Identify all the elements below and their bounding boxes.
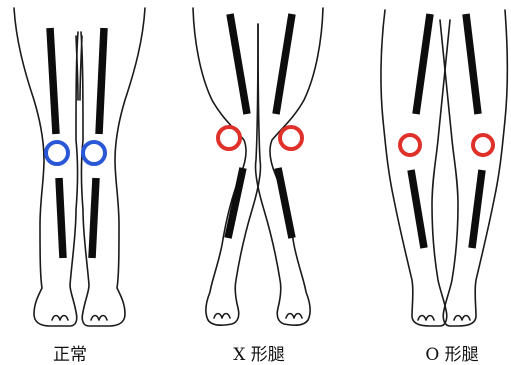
right-femur [99,28,104,134]
left-knee-joint [46,142,68,164]
right-tibia [472,170,482,248]
right-foot-toes [286,314,302,319]
left-leg-outline [193,8,261,325]
left-femur [416,14,430,114]
left-tibia [411,170,424,248]
left-leg-outline [14,8,78,326]
left-tibia [59,178,63,258]
panel-o-legs [381,10,507,326]
right-femur [276,14,292,114]
left-femur [230,14,247,114]
left-femur [50,28,56,134]
caption-x-legs: X 形腿 [233,340,285,365]
left-leg-outline [381,10,450,326]
left-foot-toes [418,316,434,321]
left-foot-toes [52,316,68,321]
left-knee-joint [218,127,240,149]
panel-normal [14,8,145,326]
right-leg-outline [81,8,145,326]
right-knee-joint [83,142,105,164]
panel-x-legs [193,8,323,325]
left-knee-joint [400,135,420,155]
right-foot-toes [91,316,107,321]
right-foot-toes [454,316,470,321]
right-tibia [92,178,96,258]
caption-o-legs: O 形腿 [425,340,478,365]
right-knee-joint [473,135,493,155]
right-tibia [278,168,292,238]
right-leg-outline [255,8,323,325]
caption-normal: 正常 [53,340,87,365]
right-femur [466,14,478,114]
right-knee-joint [280,127,302,149]
left-foot-toes [214,314,230,319]
